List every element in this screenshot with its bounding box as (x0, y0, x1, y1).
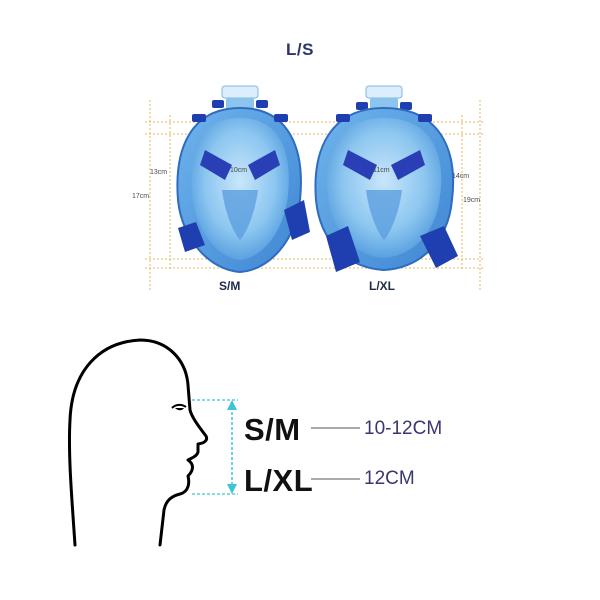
face-size-large-value: 12CM (364, 468, 415, 489)
large-width-label: 11cm (373, 167, 390, 174)
mask-small-label: S/M (219, 279, 241, 293)
large-outer-height-label: 19cm (463, 197, 481, 204)
small-inner-height-label: 13cm (150, 169, 168, 176)
small-width-label: 10cm (230, 167, 248, 174)
large-inner-height-label: 14cm (452, 173, 470, 180)
face-size-large: L/XL (244, 463, 314, 498)
small-outer-height-label: 17cm (132, 193, 150, 200)
measurement-lines (192, 399, 360, 495)
mask-small (176, 85, 310, 274)
eye-pupil (175, 408, 184, 411)
eye-icon (171, 403, 187, 409)
mask-large-label: L/XL (369, 279, 395, 293)
mask-large (314, 85, 458, 272)
face-size-small: S/M (244, 412, 301, 447)
face-size-small-value: 10-12CM (364, 418, 443, 439)
head-profile (67, 338, 209, 547)
page-title: L/S (286, 40, 314, 59)
